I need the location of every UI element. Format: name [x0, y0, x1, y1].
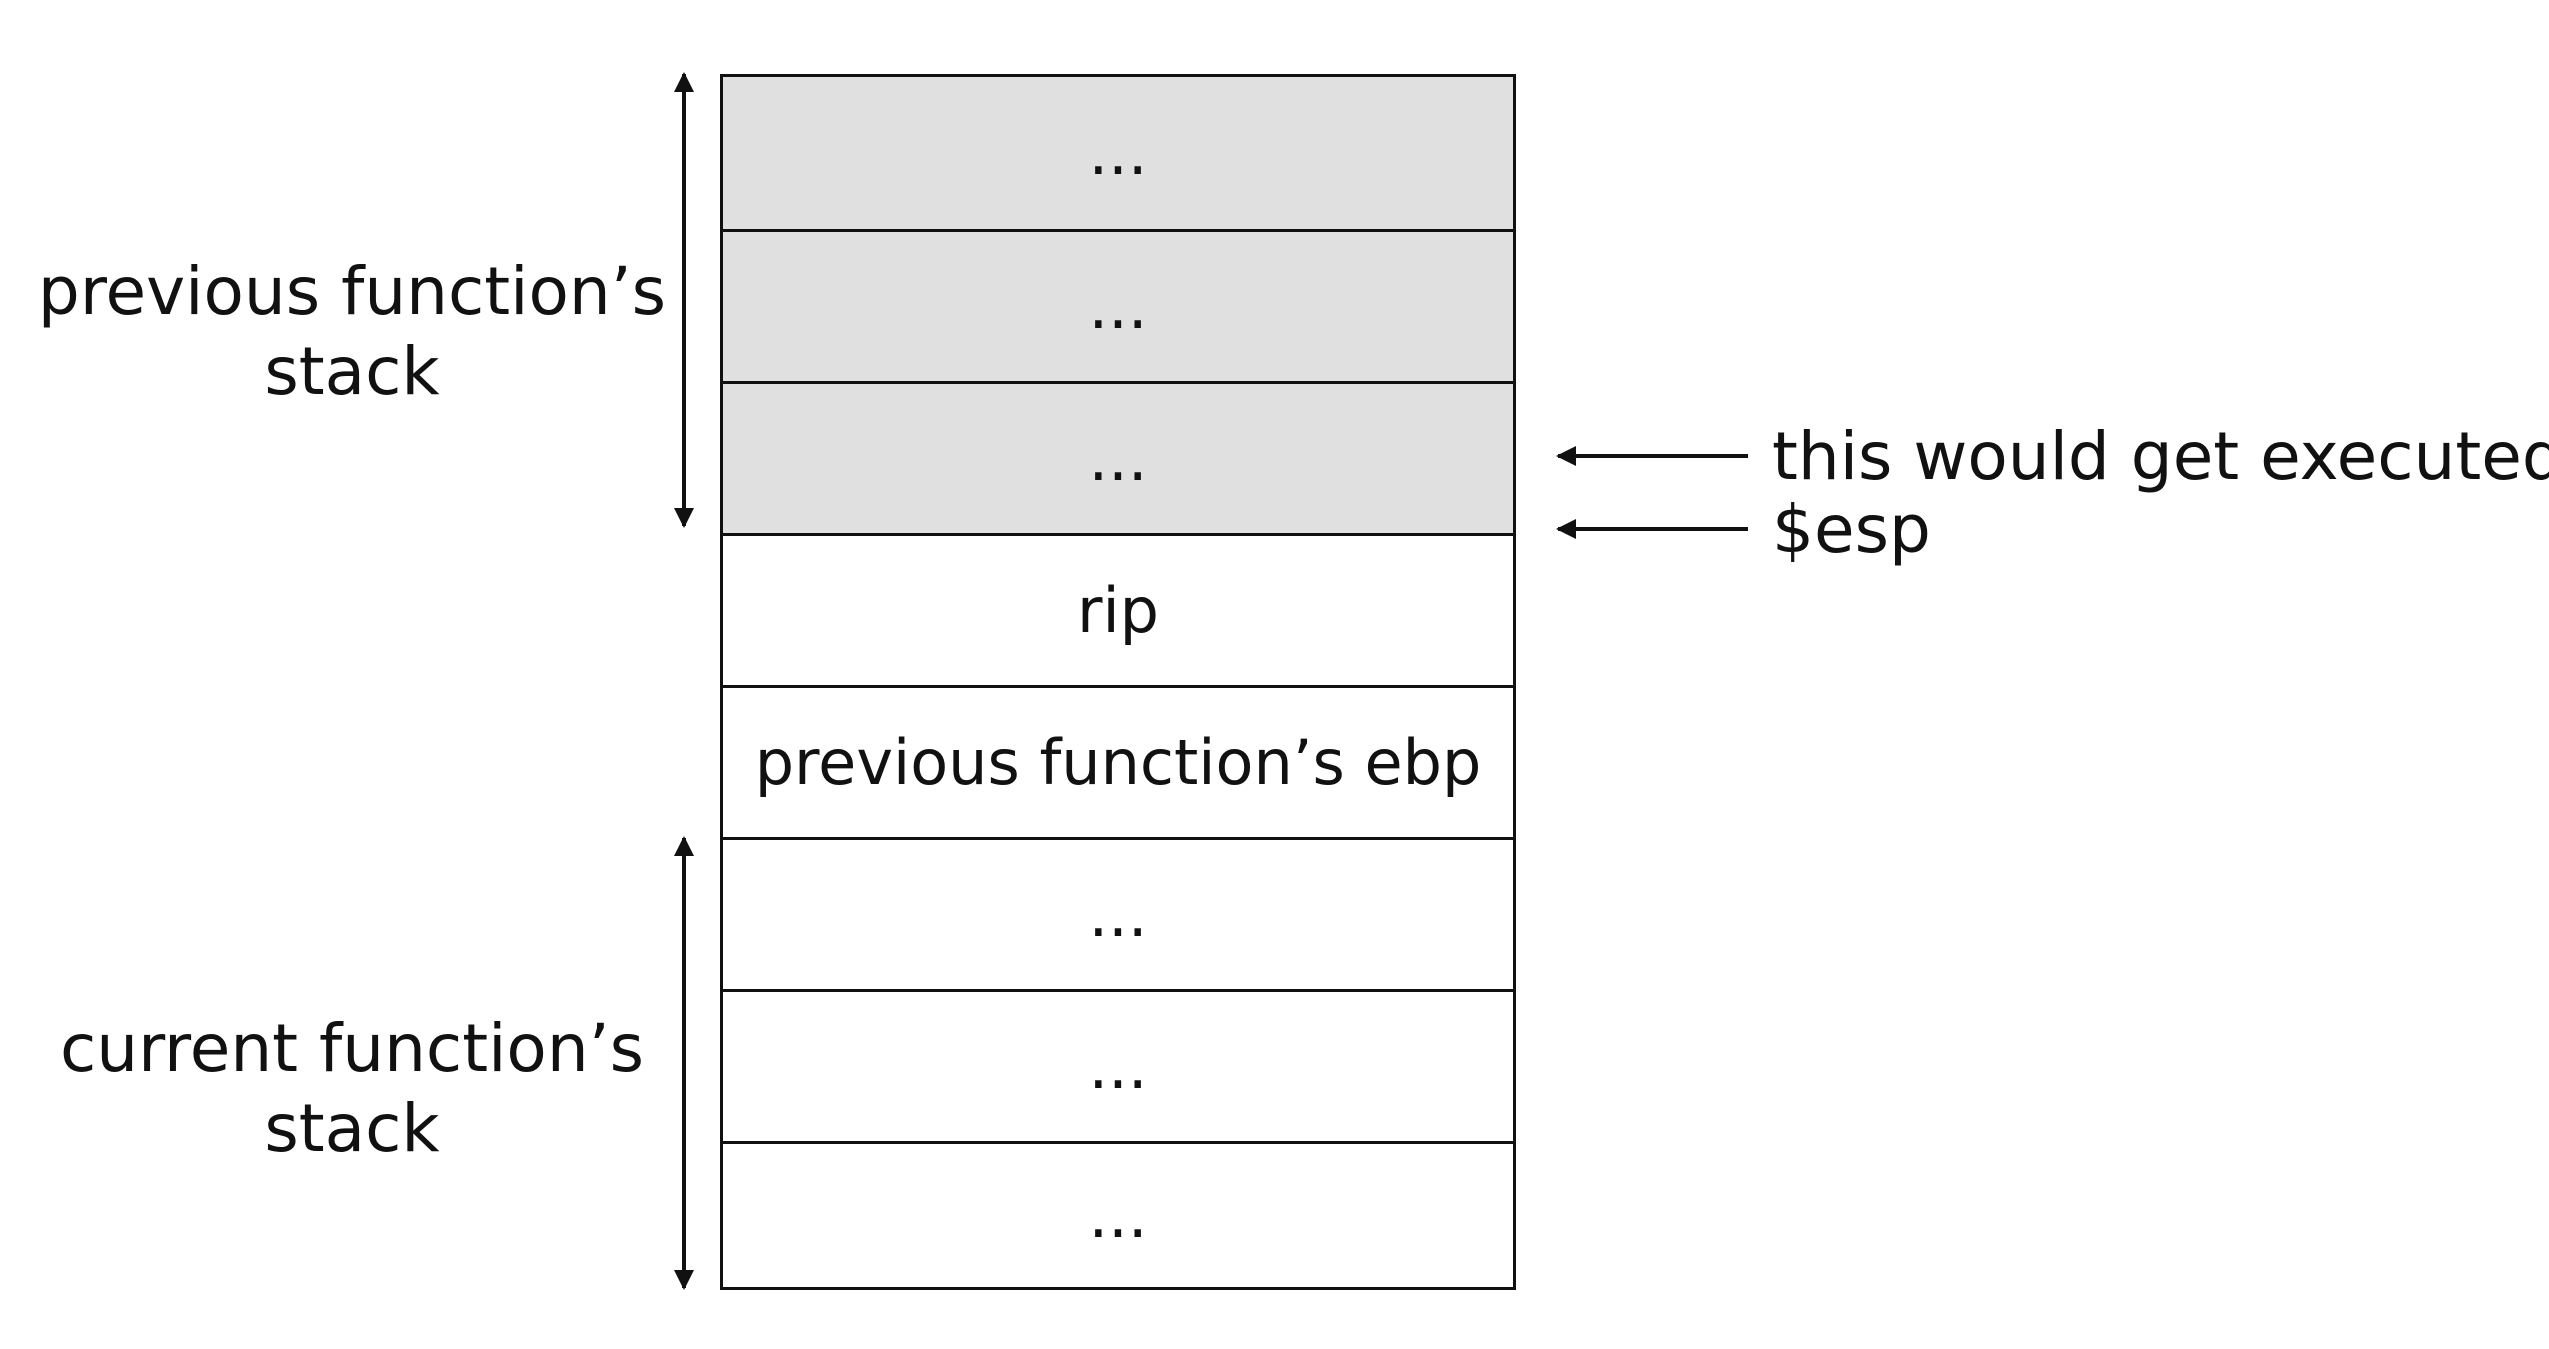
stack-cell-3: ...: [723, 381, 1513, 533]
esp-annotation: $esp: [1772, 491, 1931, 568]
stack-cell-previous-ebp: previous function’s ebp: [723, 685, 1513, 837]
previous-stack-label-line1: previous function’s: [37, 253, 667, 330]
stack-frame-diagram: ... ... ... rip previous function’s ebp …: [720, 74, 1516, 1290]
stack-cell-3-label: ...: [1088, 421, 1148, 495]
stack-cell-7-label: ...: [1088, 1029, 1148, 1103]
stack-cell-2: ...: [723, 229, 1513, 381]
stack-cell-8-label: ...: [1088, 1178, 1148, 1252]
current-function-stack-label: current function’s stack: [2, 1009, 702, 1169]
current-stack-label-line2: stack: [264, 1090, 440, 1167]
stack-cell-rip: rip: [723, 533, 1513, 685]
stack-cell-2-label: ...: [1088, 269, 1148, 343]
executed-annotation: this would get executed!: [1772, 418, 2549, 495]
stack-cell-8: ...: [723, 1141, 1513, 1287]
stack-cell-6: ...: [723, 837, 1513, 989]
stack-cell-1-label: ...: [1088, 116, 1148, 189]
previous-function-stack-label: previous function’s stack: [2, 252, 702, 412]
stack-cell-previous-ebp-label: previous function’s ebp: [754, 725, 1482, 799]
stack-cell-6-label: ...: [1088, 877, 1148, 951]
stack-cell-1: ...: [723, 77, 1513, 229]
stack-cell-7: ...: [723, 989, 1513, 1141]
previous-stack-label-line2: stack: [264, 333, 440, 410]
current-stack-label-line1: current function’s: [59, 1010, 645, 1087]
stack-cell-rip-label: rip: [1076, 573, 1160, 647]
